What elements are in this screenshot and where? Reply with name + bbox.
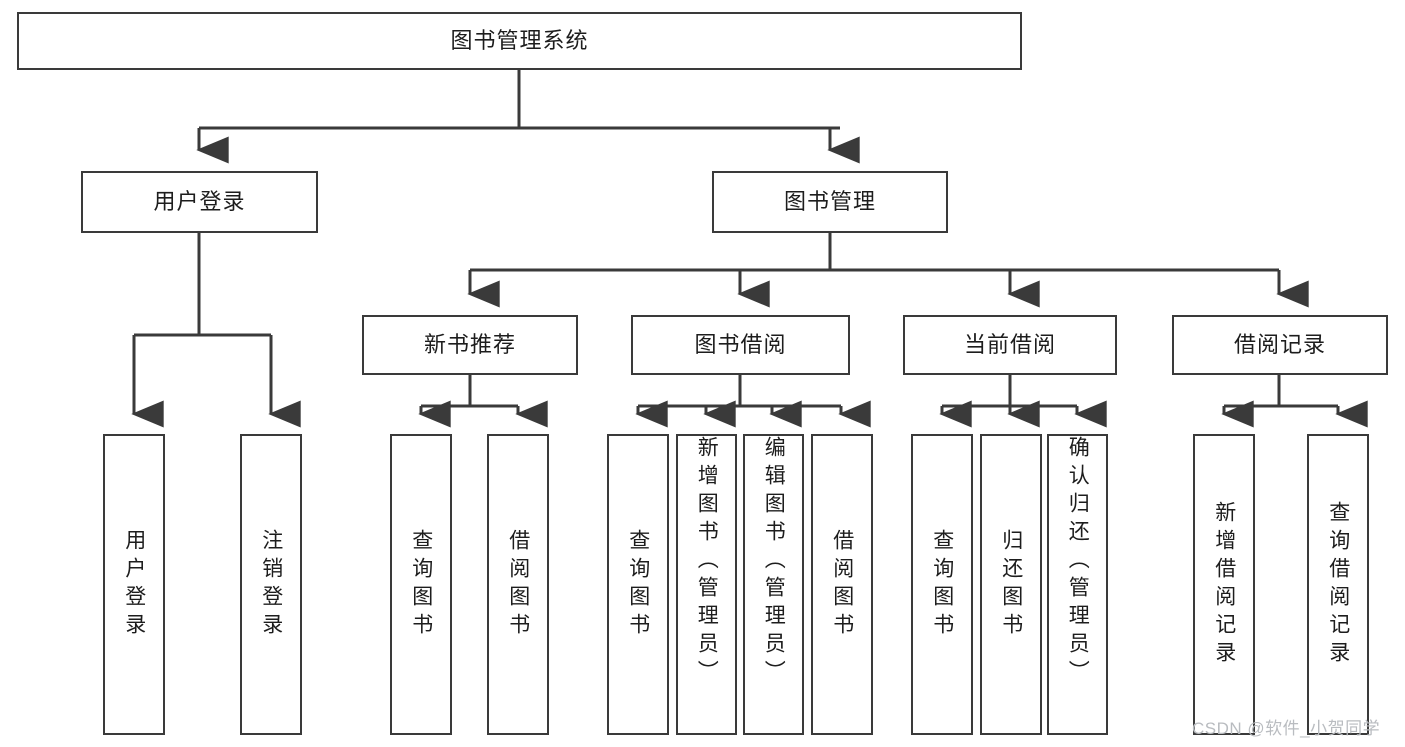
- node-label: 借阅图书: [830, 528, 854, 641]
- node-label: 图书管理系统: [450, 27, 589, 53]
- node-label: 查询图书: [930, 528, 954, 641]
- node-label: 新书推荐: [423, 331, 516, 357]
- node-label: 编辑图书（管理员）: [762, 436, 786, 688]
- node-leaf-borrow-book-recommend[interactable]: 借阅图书: [487, 434, 549, 735]
- node-label: 用户登录: [153, 188, 246, 214]
- node-label: 图书管理: [783, 188, 876, 214]
- node-label: 查询图书: [409, 528, 433, 641]
- node-label: 新增图书（管理员）: [695, 436, 719, 688]
- node-user-login[interactable]: 用户登录: [81, 171, 318, 233]
- node-leaf-query-book-recommend[interactable]: 查询图书: [390, 434, 452, 735]
- node-leaf-query-borrow-record[interactable]: 查询借阅记录: [1307, 434, 1369, 735]
- node-label: 归还图书: [999, 528, 1023, 641]
- node-label: 新增借阅记录: [1212, 500, 1236, 669]
- node-label: 借阅图书: [506, 528, 530, 641]
- node-label: 查询借阅记录: [1326, 500, 1350, 669]
- node-leaf-query-book-borrow[interactable]: 查询图书: [607, 434, 669, 735]
- node-label: 查询图书: [626, 528, 650, 641]
- node-borrow-record[interactable]: 借阅记录: [1172, 315, 1388, 375]
- node-leaf-query-book-current[interactable]: 查询图书: [911, 434, 973, 735]
- node-new-book-recommend[interactable]: 新书推荐: [362, 315, 578, 375]
- node-leaf-edit-book-admin[interactable]: 编辑图书（管理员）: [743, 434, 804, 735]
- node-book-management[interactable]: 图书管理: [712, 171, 948, 233]
- node-label: 确认归还（管理员）: [1066, 436, 1090, 688]
- node-label: 借阅记录: [1233, 331, 1326, 357]
- node-current-borrow[interactable]: 当前借阅: [903, 315, 1117, 375]
- node-label: 用户登录: [122, 528, 146, 641]
- node-leaf-return-book[interactable]: 归还图书: [980, 434, 1042, 735]
- node-label: 当前借阅: [963, 331, 1056, 357]
- node-leaf-user-login[interactable]: 用户登录: [103, 434, 165, 735]
- node-root-system[interactable]: 图书管理系统: [17, 12, 1022, 70]
- node-leaf-logout[interactable]: 注销登录: [240, 434, 302, 735]
- node-leaf-confirm-return-admin[interactable]: 确认归还（管理员）: [1047, 434, 1108, 735]
- node-leaf-add-book-admin[interactable]: 新增图书（管理员）: [676, 434, 737, 735]
- node-label: 注销登录: [259, 528, 283, 641]
- node-leaf-borrow-book[interactable]: 借阅图书: [811, 434, 873, 735]
- csdn-watermark: CSDN @软件_小贺同学: [1192, 719, 1381, 738]
- node-leaf-add-borrow-record[interactable]: 新增借阅记录: [1193, 434, 1255, 735]
- node-label: 图书借阅: [694, 331, 787, 357]
- node-book-borrow[interactable]: 图书借阅: [631, 315, 850, 375]
